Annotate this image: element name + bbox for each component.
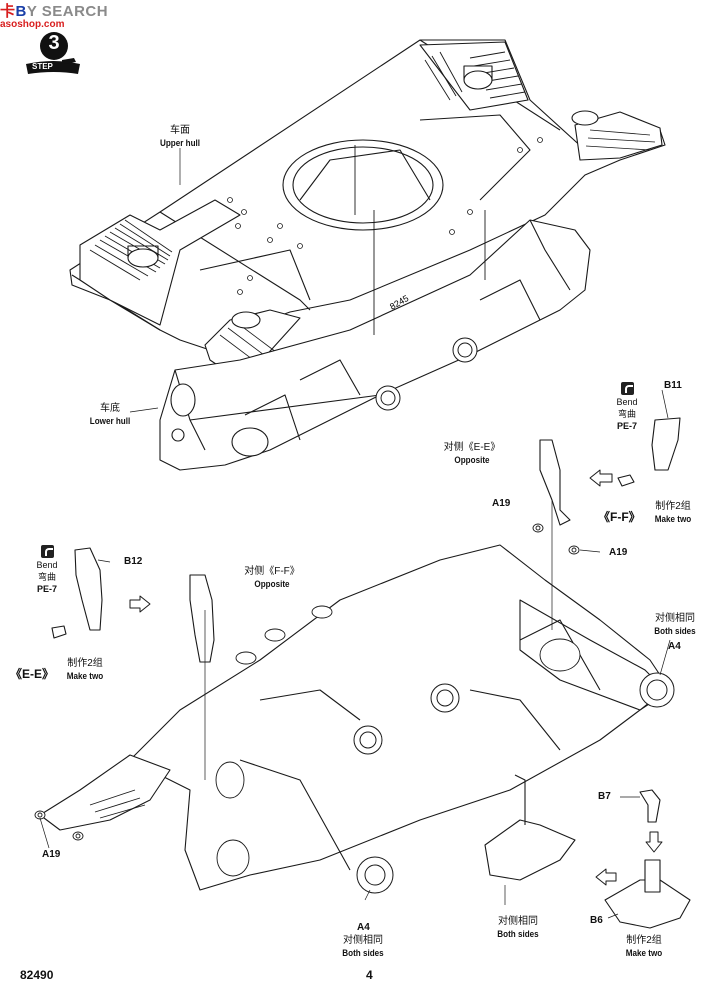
both-sides-bottom-label: 对侧相同 Both sides [333,934,393,960]
step-number: 3 [48,32,60,54]
lower-hull-drawing [159,219,591,471]
watermark-subtext: asoshop.com [0,19,65,30]
part-b12: B12 [124,556,143,567]
upper-hull-label: 车面 Upper hull [150,124,210,150]
both-sides-right-cn: 对侧相同 [655,613,695,624]
lower-hull-cn: 车底 [100,403,120,414]
upper-hull-en: Upper hull [159,138,201,148]
section-ff-en: Make two [654,514,692,524]
part-b7-drawing [639,789,661,823]
bend-left-en: Bend [36,560,58,570]
both-sides-right-en: Both sides [654,626,696,636]
make-two-bottom-en: Make two [625,948,663,958]
section-ff-label: 制作2组 Make two [643,500,703,526]
opposite-ff-cn: 对侧《F-F》 [244,566,300,577]
part-b6-drawing [604,859,691,929]
part-b7: B7 [598,791,611,802]
bend-right-part: PE-7 [616,421,637,431]
part-a19-mid: A19 [609,547,628,558]
both-sides-center-label: 对侧相同 Both sides [488,915,548,941]
part-b6: B6 [590,915,603,926]
bend-icon [620,382,634,395]
section-ee-tag: 《E-E》 [10,667,55,681]
product-code: 82490 [20,968,54,982]
section-ee-label: 制作2组 Make two [55,657,115,683]
page-number: 4 [366,968,373,982]
both-sides-right-label: 对侧相同 Both sides [645,612,705,638]
both-sides-bottom-en: Both sides [342,948,384,958]
both-sides-bottom-cn: 对侧相同 [343,935,383,946]
opposite-ff-en: Opposite [254,579,290,589]
section-ff-cn: 制作2组 [655,501,691,512]
bend-right-en: Bend [616,397,638,407]
part-ff-opposite-drawing [189,574,215,663]
part-a19-bottom: A19 [42,849,61,860]
step-label: STEP [32,62,53,71]
step-badge-icon [26,32,80,74]
watermark-part-1: 卡 [0,3,16,20]
bend-icon [40,545,54,558]
part-a4-bottom: A4 [357,922,370,933]
make-two-bottom-cn: 制作2组 [626,935,662,946]
bend-left-part: PE-7 [36,584,57,594]
section-ff-tag: 《F-F》 [598,510,641,524]
make-two-bottom-label: 制作2组 Make two [614,934,674,960]
part-b11: B11 [664,380,682,391]
bend-left-cn: 弯曲 [37,572,56,582]
opposite-ee-label: 对侧《E-E》 Opposite [422,441,522,467]
part-a19-top: A19 [492,498,511,509]
bend-left: Bend 弯曲 PE-7 [25,545,69,595]
bend-right: Bend 弯曲 PE-7 [605,382,649,432]
upper-hull-drawing [69,39,666,376]
step-badge: 3 STEP [22,32,84,80]
watermark: 卡BY SEARCH [0,0,108,21]
lower-hull-label: 车底 Lower hull [80,402,140,428]
both-sides-center-cn: 对侧相同 [498,916,538,927]
part-b11-drawing [617,417,681,487]
lower-hull-en: Lower hull [89,416,131,426]
opposite-ee-cn: 对侧《E-E》 [443,442,501,453]
section-ee-cn: 制作2组 [67,658,103,669]
both-sides-center-en: Both sides [497,929,539,939]
bend-right-cn: 弯曲 [617,409,636,419]
section-ee-en: Make two [66,671,104,681]
watermark-part-2: B [15,3,27,20]
watermark-part-3: Y SEARCH [26,3,109,20]
bottom-hull-drawing [39,544,675,894]
part-a4-right: A4 [668,641,681,652]
part-ee-opposite-drawing [539,439,571,526]
part-b12-drawing [51,547,103,639]
opposite-ff-label: 对侧《F-F》 Opposite [222,565,322,591]
upper-hull-cn: 车面 [170,125,190,136]
opposite-ee-en: Opposite [454,455,490,465]
